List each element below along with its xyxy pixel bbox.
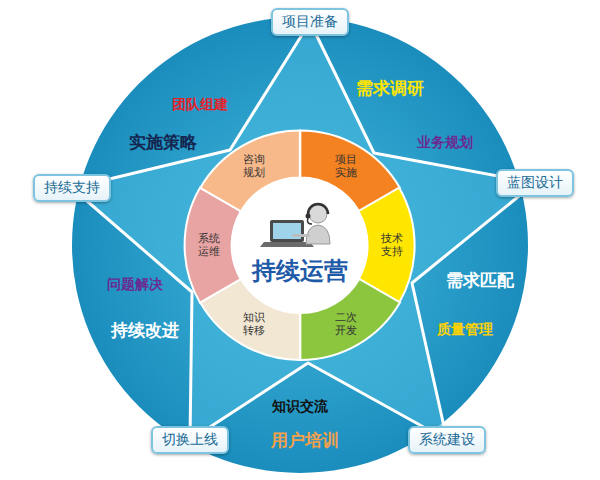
segment-label: 知识 转移 <box>242 311 266 337</box>
center-title: 持续运营 <box>252 255 348 287</box>
segment-shape <box>334 153 335 154</box>
segment-shape <box>242 311 243 312</box>
phase-box: 系统建设 <box>408 426 486 454</box>
segment-label: 技术 支持 <box>379 232 403 258</box>
ring-segment: 系统 运维 <box>196 232 220 258</box>
segment-shape <box>242 153 243 154</box>
segment-label: 二次 开发 <box>334 311 358 337</box>
ring-segment: 知识 转移 <box>242 311 266 337</box>
star-shape <box>72 22 535 440</box>
stage-label: 实施策略 <box>129 131 197 154</box>
segment-label: 项目 实施 <box>334 153 358 179</box>
segment-shape <box>379 232 380 233</box>
phase-box: 持续支持 <box>33 174 111 202</box>
stage-label: 质量管理 <box>437 321 493 339</box>
phase-label: 持续支持 <box>44 179 100 197</box>
segment-shape <box>196 232 197 233</box>
stage-label: 业务规划 <box>417 134 473 152</box>
ring-segment: 项目 实施 <box>334 153 358 179</box>
segment-shape <box>334 311 335 312</box>
segment-label: 咨询 规划 <box>242 153 266 179</box>
stage-label: 知识交流 <box>272 398 328 416</box>
stage-label: 需求匹配 <box>446 269 514 292</box>
stage-label: 团队组建 <box>172 96 228 114</box>
center-circle: 持续运营 <box>252 255 348 287</box>
stage-label: 问题解决 <box>107 276 163 294</box>
phase-label: 蓝图设计 <box>507 174 563 192</box>
segment-label: 系统 运维 <box>196 232 220 258</box>
ring-segment: 技术 支持 <box>379 232 403 258</box>
segment-fill <box>200 130 300 211</box>
stage-label: 需求调研 <box>356 77 424 100</box>
phase-label: 项目准备 <box>282 13 338 31</box>
segment-fill <box>300 279 400 360</box>
stage-label: 用户培训 <box>271 429 339 452</box>
phase-label: 切换上线 <box>162 431 218 449</box>
stage-label: 持续改进 <box>111 319 179 342</box>
ring-segment: 二次 开发 <box>334 311 358 337</box>
support-illustration <box>260 204 330 247</box>
phase-box: 切换上线 <box>151 426 229 454</box>
phase-label: 系统建设 <box>419 431 475 449</box>
phase-box: 蓝图设计 <box>496 169 574 197</box>
phase-box: 项目准备 <box>271 8 349 36</box>
ring-segment: 咨询 规划 <box>242 153 266 179</box>
